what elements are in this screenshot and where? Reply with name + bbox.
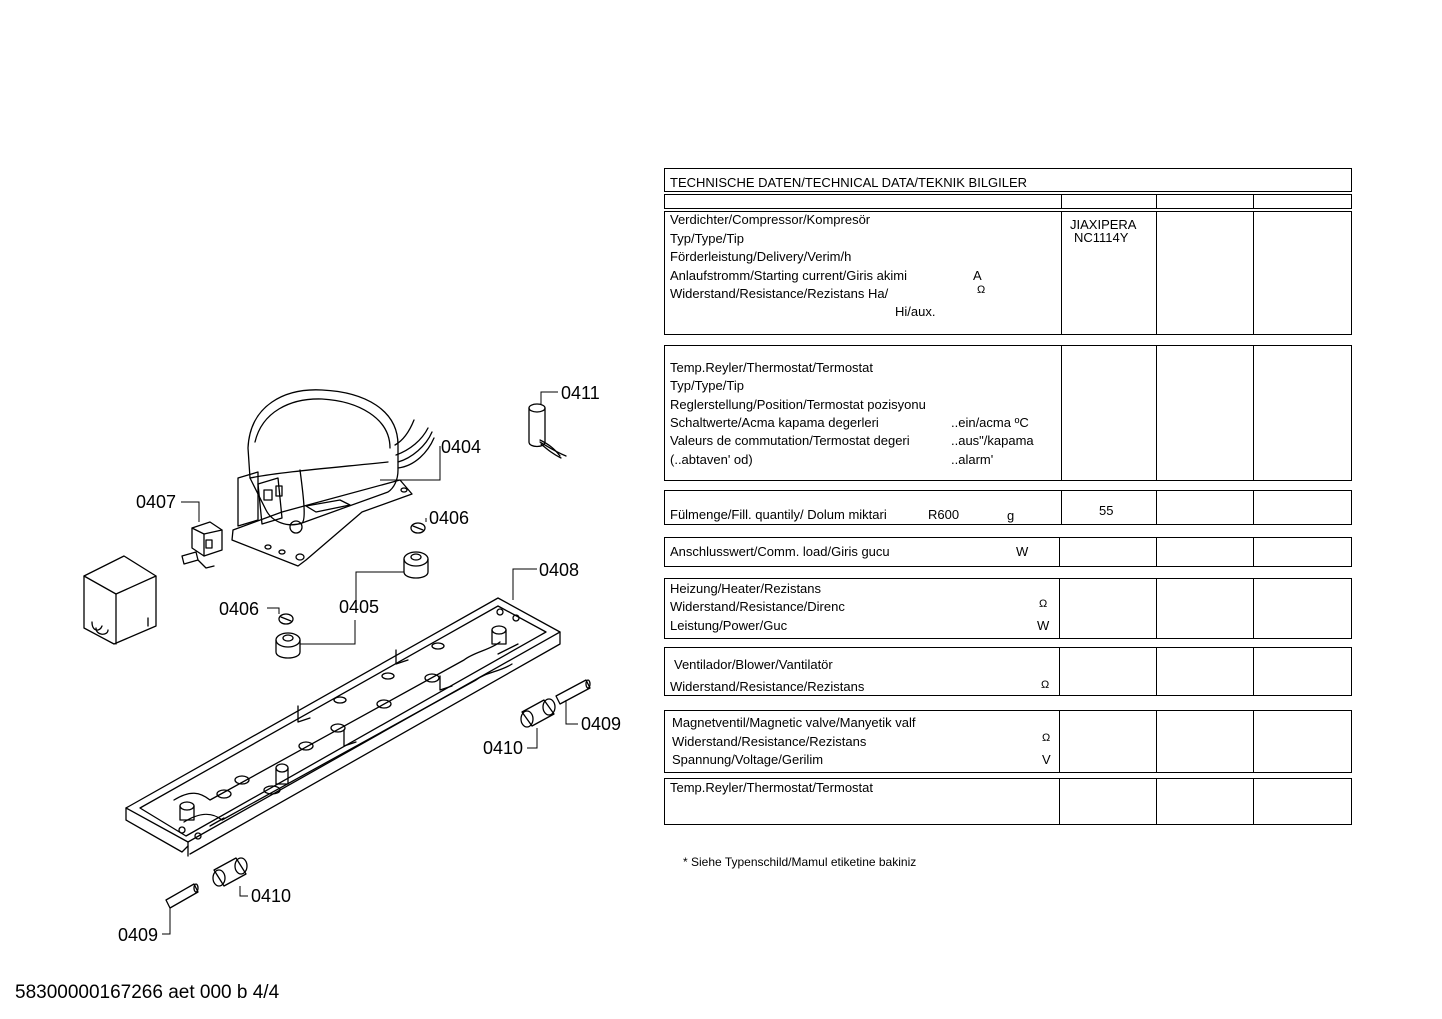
compressor-model-value: NC1114Y: [1074, 230, 1129, 245]
leader-lines: [162, 391, 578, 935]
type-plate-note: * Siehe Typenschild/Mamul etiketine baki…: [683, 855, 917, 869]
refrigerant-type: R600: [928, 507, 960, 522]
heater-label: Heizung/Heater/Rezistans: [670, 581, 822, 596]
compressor-resistance-unit: Ω: [977, 284, 986, 296]
connected-load-label: Anschlusswert/Comm. load/Giris gucu: [670, 544, 890, 559]
compressor-resistance-label: Widerstand/Resistance/Rezistans Ha/: [670, 286, 889, 301]
relay-drawing: [181, 521, 223, 569]
heater-power-label: Leistung/Power/Guc: [670, 618, 788, 633]
heater-resistance-unit: Ω: [1039, 598, 1048, 610]
part-label-0410-left: 0410: [251, 886, 291, 906]
compressor-delivery-label: Förderleistung/Delivery/Verim/h: [670, 249, 852, 264]
heater-resistance-label: Widerstand/Resistance/Direnc: [670, 599, 845, 614]
blower-section: [664, 647, 1352, 696]
compressor-current-unit: A: [973, 268, 982, 283]
pin-left-drawing: [165, 883, 199, 909]
part-label-0408: 0408: [539, 560, 579, 580]
blower-resistance-label: Widerstand/Resistance/Rezistans: [670, 679, 865, 694]
blower-label: Ventilador/Blower/Vantilatör: [674, 657, 833, 672]
grommet-large-left-drawing: [275, 632, 301, 659]
thermostat-2-label: Temp.Reyler/Thermostat/Termostat: [670, 780, 874, 795]
part-label-0407: 0407: [136, 492, 176, 512]
compressor-aux-label: Hi/aux.: [895, 304, 936, 319]
base-rail-drawing: [125, 597, 561, 857]
magnetic-valve-resistance-label: Widerstand/Resistance/Rezistans: [672, 734, 867, 749]
connected-load-section: [664, 537, 1352, 567]
thermostat-alarm-label: ..alarm': [951, 452, 994, 467]
compressor-maker-value: JIAXIPERA: [1070, 217, 1137, 232]
document-id: 58300000167266 aet 000 b 4/4: [15, 982, 280, 1003]
compressor-current-label: Anlaufstromm/Starting current/Giris akim…: [670, 268, 907, 283]
fill-quantity-label: Fülmenge/Fill. quantily/ Dolum miktari: [670, 507, 887, 522]
grommet-small-top-drawing: [410, 522, 426, 534]
magnetic-valve-resistance-unit: Ω: [1042, 732, 1051, 744]
compressor-section: [664, 211, 1352, 335]
part-label-0406-left: 0406: [219, 599, 259, 619]
part-label-0409-right: 0409: [581, 714, 621, 734]
heater-section: [664, 578, 1352, 639]
thermostat-label: Temp.Reyler/Thermostat/Termostat: [670, 360, 874, 375]
fill-quantity-value: 55: [1099, 503, 1114, 518]
thermostat-switch-label: Schaltwerte/Acma kapama degerleri: [670, 415, 879, 430]
connected-load-unit: W: [1016, 544, 1029, 559]
part-label-0404: 0404: [441, 437, 481, 457]
thermostat-off-label: ..aus"/kapama: [951, 433, 1034, 448]
bushing-right-drawing: [520, 698, 556, 728]
capacitor-drawing: [528, 403, 567, 459]
table-header: TECHNISCHE DATEN/TECHNICAL DATA/TEKNIK B…: [670, 175, 1028, 190]
thermostat-position-label: Reglerstellung/Position/Termostat pozisy…: [670, 397, 926, 412]
part-label-0406-top: 0406: [429, 508, 469, 528]
part-label-0411: 0411: [561, 383, 600, 403]
thermostat-on-label: ..ein/acma ºC: [951, 415, 1029, 430]
magnetic-valve-voltage-unit: V: [1042, 752, 1051, 767]
magnetic-valve-label: Magnetventil/Magnetic valve/Manyetik val…: [672, 715, 916, 730]
fill-quantity-unit: g: [1007, 508, 1015, 523]
part-label-0409-left: 0409: [118, 925, 158, 945]
column-header-row: [664, 194, 1352, 209]
thermostat-defrost-label: (..abtaven' od): [670, 452, 753, 467]
thermostat-section: [664, 345, 1352, 481]
thermostat-2-section: [664, 778, 1352, 825]
compressor-type-label: Typ/Type/Tip: [670, 231, 744, 246]
compressor-drawing: [231, 389, 435, 567]
grommet-small-left-drawing: [278, 613, 294, 625]
blower-resistance-unit: Ω: [1041, 679, 1050, 691]
thermostat-commutation-label: Valeurs de commutation/Termostat degeri: [670, 433, 910, 448]
magnetic-valve-section: [664, 710, 1352, 773]
table-header-box: [664, 168, 1352, 192]
relay-cover-drawing: [83, 555, 157, 645]
thermostat-type-label: Typ/Type/Tip: [670, 378, 744, 393]
part-label-0405: 0405: [339, 597, 379, 617]
part-label-0410-right: 0410: [483, 738, 523, 758]
heater-power-unit: W: [1037, 618, 1050, 633]
fill-quantity-section: [664, 490, 1352, 525]
magnetic-valve-voltage-label: Spannung/Voltage/Gerilim: [672, 752, 824, 767]
grommet-large-right-drawing: [403, 551, 429, 579]
pin-right-drawing: [555, 679, 591, 705]
compressor-label: Verdichter/Compressor/Kompresör: [670, 212, 871, 227]
bushing-left-drawing: [212, 857, 248, 887]
